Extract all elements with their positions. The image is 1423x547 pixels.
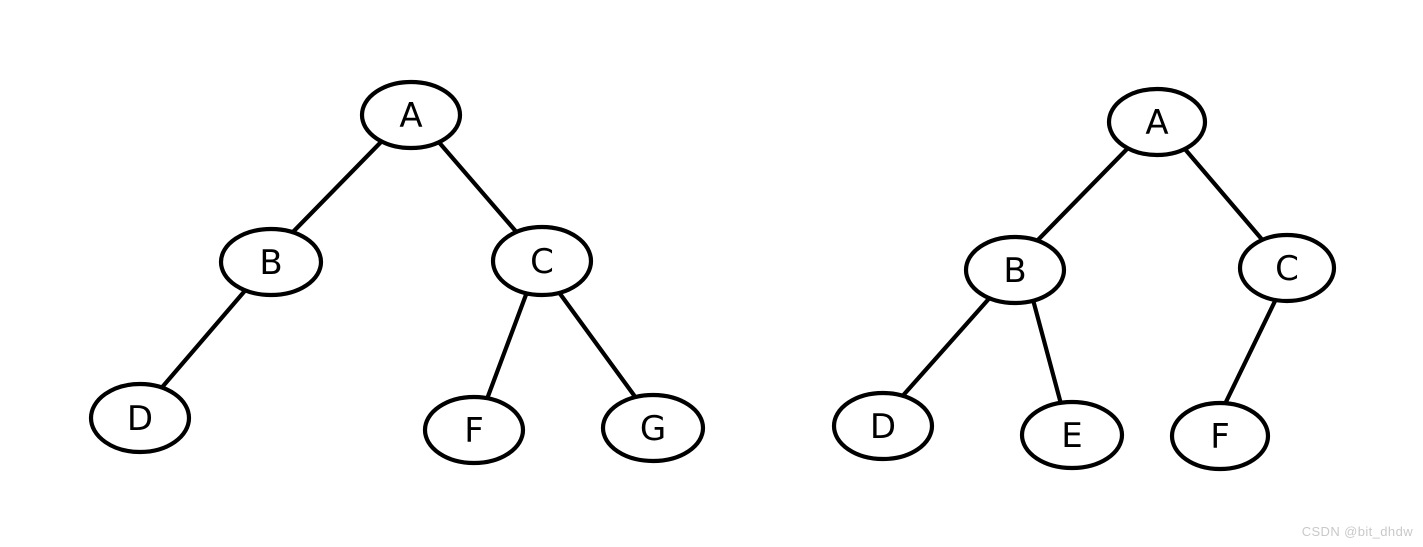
edge-group [155,137,639,402]
tree-edge-a-b [1030,146,1130,248]
binary-tree-left: A B C D F G [88,79,706,466]
node-label: F [464,411,484,451]
tree-edge-a-b [286,139,384,239]
tree-node-a[interactable]: A [1106,86,1208,158]
node-label: E [1061,416,1082,456]
tree-node-a[interactable]: A [359,79,463,151]
tree-node-c[interactable]: C [1237,232,1337,304]
svg-root: A B C D F G A B C D E F [88,79,1337,472]
node-label: D [870,407,896,447]
node-ellipse [1169,400,1271,472]
tree-node-e[interactable]: E [1019,399,1125,471]
node-ellipse [1237,232,1337,304]
tree-node-d[interactable]: D [831,390,935,462]
tree-node-f[interactable]: F [422,394,526,466]
node-label: B [259,243,282,283]
node-ellipse [359,79,463,151]
node-ellipse [88,381,192,455]
tree-node-d[interactable]: D [88,381,192,455]
tree-edge-c-f [1221,296,1279,409]
edge-group [896,145,1279,409]
node-ellipse [1019,399,1125,471]
node-ellipse [600,392,706,464]
node-label: F [1210,417,1230,457]
node-label: B [1003,251,1026,291]
node-label: D [127,399,153,439]
node-label: G [640,409,666,449]
node-ellipse [831,390,935,462]
tree-edge-b-d [155,283,252,395]
tree-node-g[interactable]: G [600,392,706,464]
node-label: A [1145,103,1168,143]
tree-edge-b-e [1029,293,1064,407]
node-label: A [399,96,422,136]
node-ellipse [1106,86,1208,158]
tree-edge-c-g [555,288,639,401]
watermark-text: CSDN @bit_dhdw [1301,524,1413,539]
tree-node-c[interactable]: C [490,224,594,298]
tree-node-b[interactable]: B [963,234,1067,306]
node-label: C [530,242,554,282]
node-ellipse [422,394,526,466]
node-ellipse [218,226,324,298]
tree-edge-a-c [1181,145,1268,246]
tree-edge-c-f [484,289,530,402]
tree-edge-a-c [434,137,522,238]
node-ellipse [963,234,1067,306]
binary-tree-right: A B C D E F [831,86,1337,472]
tree-node-f[interactable]: F [1169,400,1271,472]
node-label: C [1275,249,1299,289]
node-ellipse [490,224,594,298]
tree-node-b[interactable]: B [218,226,324,298]
tree-edge-b-d [896,290,997,403]
